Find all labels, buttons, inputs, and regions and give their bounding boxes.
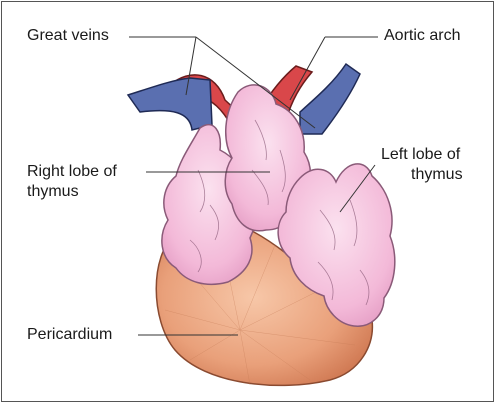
label-pericardium: Pericardium: [27, 325, 112, 344]
label-great-veins: Great veins: [27, 26, 109, 45]
label-aortic-arch: Aortic arch: [384, 26, 460, 45]
left-vein-shape: [128, 78, 212, 130]
label-right-lobe-line2: thymus: [27, 182, 79, 201]
label-right-lobe-line1: Right lobe of: [27, 162, 117, 181]
label-left-lobe-line1: Left lobe of: [381, 145, 460, 164]
label-left-lobe-line2: thymus: [411, 165, 463, 184]
